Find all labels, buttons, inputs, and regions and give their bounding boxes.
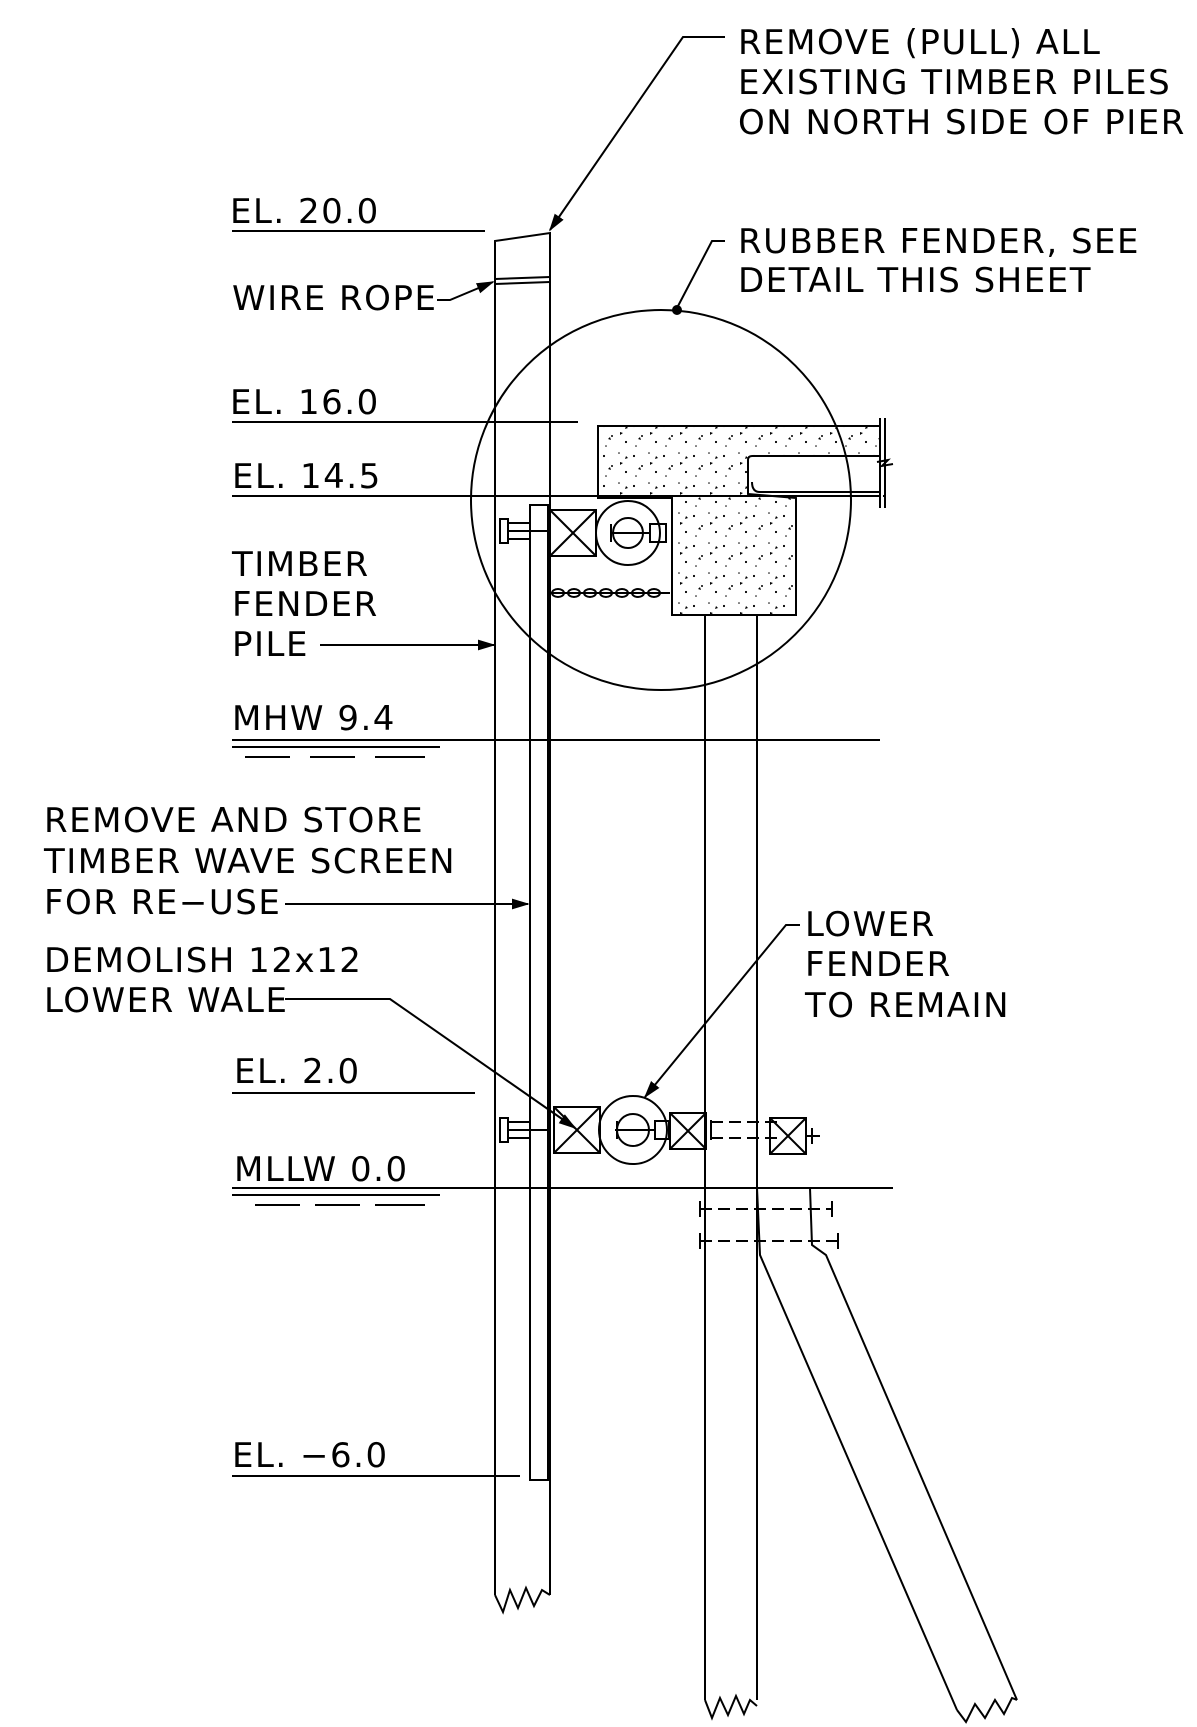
- timber-fender-pile-line-2: FENDER: [232, 585, 379, 625]
- lower-fender-line-3: TO REMAIN: [804, 986, 1010, 1026]
- rubber-fender-line-2: DETAIL THIS SHEET: [738, 261, 1092, 301]
- remove-piles-leader: [548, 36, 725, 232]
- timber-fender-pile-line-1: TIMBER: [231, 545, 370, 585]
- rubber-fender-leader: [676, 240, 725, 309]
- lower-wale-note: DEMOLISH 12x12 LOWER WALE: [44, 941, 375, 1021]
- lower-wale-line-1: DEMOLISH 12x12: [44, 941, 362, 981]
- remove-piles-line-1: REMOVE (PULL) ALL: [738, 23, 1101, 63]
- cross-bracing-bolts: [699, 1201, 842, 1249]
- rubber-fender-note: RUBBER FENDER, SEE DETAIL THIS SHEET: [738, 222, 1152, 301]
- el-20-label: EL. 20.0: [230, 192, 380, 232]
- remove-piles-line-3: ON NORTH SIDE OF PIER: [738, 103, 1186, 143]
- mhw-label: MHW 9.4: [232, 699, 396, 739]
- pile-break-symbol: [494, 1585, 551, 1615]
- timber-fender-pile: [494, 231, 551, 1615]
- remove-piles-line-2: EXISTING TIMBER PILES: [738, 63, 1171, 103]
- el-minus-6-label: EL. −6.0: [232, 1436, 389, 1476]
- lower-fender-line-2: FENDER: [805, 945, 952, 985]
- fender-chain: [548, 588, 670, 598]
- mhw-water-symbol: [232, 746, 440, 758]
- upper-fender-assembly: [499, 500, 667, 566]
- elevation-lines: [232, 230, 893, 1477]
- rubber-fender-line-1: RUBBER FENDER, SEE: [738, 222, 1140, 262]
- batter-pile-break-symbol: [956, 1696, 1018, 1724]
- remove-piles-note: REMOVE (PULL) ALL EXISTING TIMBER PILES …: [738, 23, 1186, 143]
- timber-fender-pile-note: TIMBER FENDER PILE: [231, 545, 391, 665]
- pier-cap-outline: [597, 425, 881, 616]
- concrete-pier-cap: [597, 418, 894, 616]
- wire-rope-label: WIRE ROPE: [232, 279, 437, 319]
- el-16-label: EL. 16.0: [230, 383, 380, 423]
- vertical-pile-break-symbol: [704, 1693, 758, 1721]
- existing-batter-pile: [756, 1187, 1018, 1724]
- lower-fender-line-1: LOWER: [805, 905, 936, 945]
- rubber-fender-detail-circle: [470, 309, 852, 691]
- wire-rope-leader: [437, 281, 495, 301]
- wave-screen-line-3: FOR RE−USE: [44, 883, 281, 923]
- upper-bolt-head: [499, 518, 509, 544]
- lower-block: [669, 1112, 707, 1150]
- lower-rubber-fender: [598, 1095, 668, 1165]
- el-2-label: EL. 2.0: [234, 1052, 361, 1092]
- lower-fender-note: LOWER FENDER TO REMAIN: [804, 905, 1010, 1026]
- deck-break-symbol: [876, 458, 894, 468]
- deck-slab: [751, 455, 880, 493]
- upper-rubber-fender: [595, 500, 661, 566]
- existing-vertical-pile: [704, 615, 758, 1721]
- wave-screen-line-1: REMOVE AND STORE: [44, 801, 424, 841]
- mllw-label: MLLW 0.0: [234, 1150, 409, 1190]
- wire-rope-line-1: [494, 276, 551, 280]
- timber-fender-pile-line-3: PILE: [232, 625, 309, 665]
- wave-screen-line-2: TIMBER WAVE SCREEN: [43, 842, 456, 882]
- upper-fender-bracket: [649, 523, 667, 543]
- lower-fender-leader: [643, 924, 800, 1099]
- wave-screen-note: REMOVE AND STORE TIMBER WAVE SCREEN FOR …: [43, 801, 468, 923]
- lower-wale-line-2: LOWER WALE: [44, 981, 288, 1021]
- el-14-5-label: EL. 14.5: [232, 457, 382, 497]
- wire-rope-line-2: [494, 281, 551, 285]
- lower-bolt-head: [499, 1117, 509, 1143]
- mllw-water-symbol: [232, 1194, 440, 1206]
- leader-lines: [285, 36, 800, 1130]
- timber-wave-screen: [529, 504, 549, 1481]
- lower-wale-leader: [285, 998, 577, 1130]
